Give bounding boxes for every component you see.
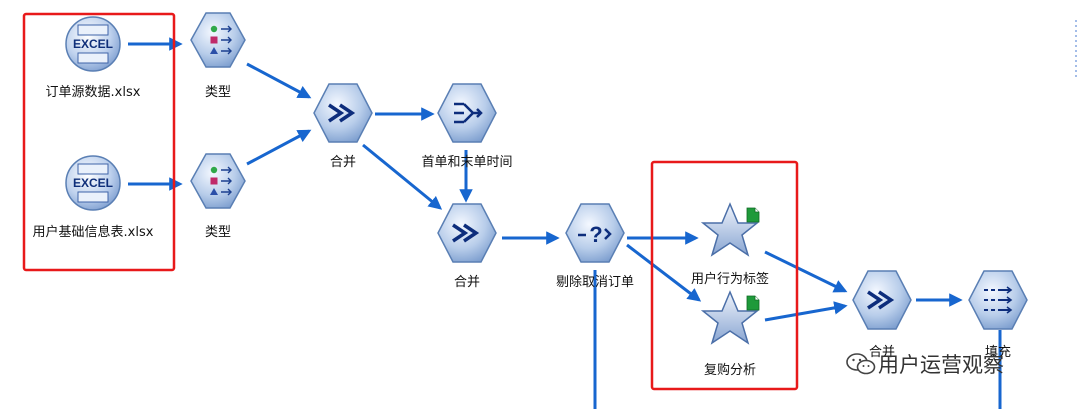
label-derive: 填充 — [984, 345, 1012, 360]
aggregate-node-icon — [437, 83, 497, 143]
label-user-behavior-tag: 用户行为标签 — [690, 272, 770, 287]
node-merge-1[interactable] — [313, 83, 373, 143]
star-supernode-icon — [700, 290, 760, 345]
node-derive[interactable] — [968, 270, 1028, 330]
node-excel-orders[interactable]: EXCEL — [65, 16, 121, 72]
label-repurchase-analysis: 复购分析 — [703, 363, 757, 378]
type-node-icon — [190, 153, 246, 209]
node-user-behavior-tag[interactable] — [700, 202, 760, 257]
watermark-text: 用户运营观察 — [878, 353, 1004, 377]
label-excel-users: 用户基础信息表.xlsx — [32, 225, 154, 240]
highlight-sources-box — [22, 12, 176, 272]
node-type-2[interactable] — [190, 153, 246, 209]
label-merge-3: 合并 — [868, 345, 896, 360]
label-merge-1: 合并 — [329, 155, 357, 170]
link-repurchase-merge3 — [764, 301, 848, 322]
svg-text:EXCEL: EXCEL — [73, 37, 113, 51]
link-tag-merge3 — [764, 250, 848, 293]
svg-text:?: ? — [589, 222, 602, 247]
node-repurchase-analysis[interactable] — [700, 290, 760, 345]
label-type-1: 类型 — [204, 85, 232, 100]
watermark: 用户运营观察 — [846, 349, 1004, 379]
label-merge-2: 合并 — [453, 275, 481, 290]
node-first-last-time[interactable] — [437, 83, 497, 143]
label-first-last-time: 首单和末单时间 — [421, 155, 513, 170]
node-excel-users[interactable]: EXCEL — [65, 155, 121, 211]
node-remove-canceled[interactable]: ? — [565, 203, 625, 263]
star-supernode-icon — [700, 202, 760, 257]
highlight-supernodes-box — [650, 160, 799, 391]
connectors — [128, 37, 1002, 409]
node-merge-3[interactable] — [852, 270, 912, 330]
type-node-icon — [190, 12, 246, 68]
node-type-1[interactable] — [190, 12, 246, 68]
svg-text:EXCEL: EXCEL — [73, 176, 113, 190]
select-node-icon — [565, 203, 625, 263]
link-type1-merge1 — [246, 62, 312, 99]
label-type-2: 类型 — [204, 225, 232, 240]
link-remove-repurchase — [626, 243, 702, 302]
wechat-icon — [846, 353, 876, 375]
link-type2-merge1 — [246, 129, 312, 166]
link-merge1-merge2 — [362, 143, 443, 210]
label-excel-orders: 订单源数据.xlsx — [45, 85, 141, 100]
label-remove-canceled: 剔除取消订单 — [555, 275, 635, 290]
node-merge-2[interactable] — [437, 203, 497, 263]
